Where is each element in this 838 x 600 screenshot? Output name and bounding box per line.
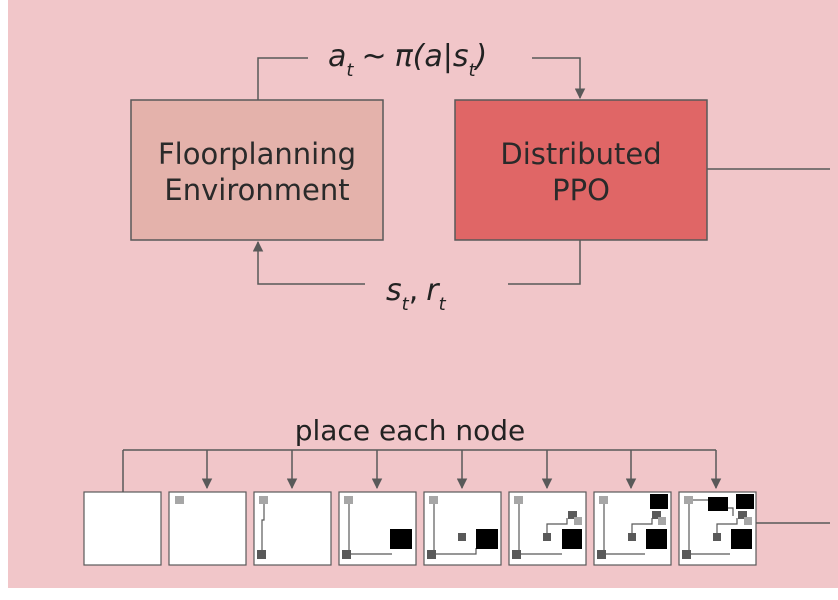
placement-frame-3 [253, 491, 332, 566]
placement-frame-4 [338, 491, 417, 566]
ppo-box [454, 99, 708, 241]
action-arrow-right [532, 57, 586, 100]
action-arrow-left [257, 57, 308, 100]
placement-frame-6 [508, 491, 587, 566]
placement-frames [83, 491, 757, 566]
placement-frame-1 [83, 491, 162, 566]
state-arrow-left [252, 240, 365, 285]
ppo-box-line1: Distributed [500, 137, 661, 171]
env-box-line1: Floorplanning [158, 137, 356, 171]
placement-frame-7 [593, 491, 672, 566]
placement-frame-5 [423, 491, 502, 566]
action-label: at~π(a|st) [328, 39, 487, 81]
placement-label: place each node [295, 414, 526, 447]
ppo-box-line2: PPO [552, 173, 610, 207]
placement-frame-2 [168, 491, 247, 566]
bracket-arrows [201, 450, 722, 490]
placement-frame-8 [678, 491, 757, 566]
state-label: st,rt [386, 273, 447, 315]
env-box [130, 99, 384, 241]
env-box-line2: Environment [164, 173, 349, 207]
state-arrow-right [508, 240, 581, 285]
diagram-background [8, 0, 838, 588]
